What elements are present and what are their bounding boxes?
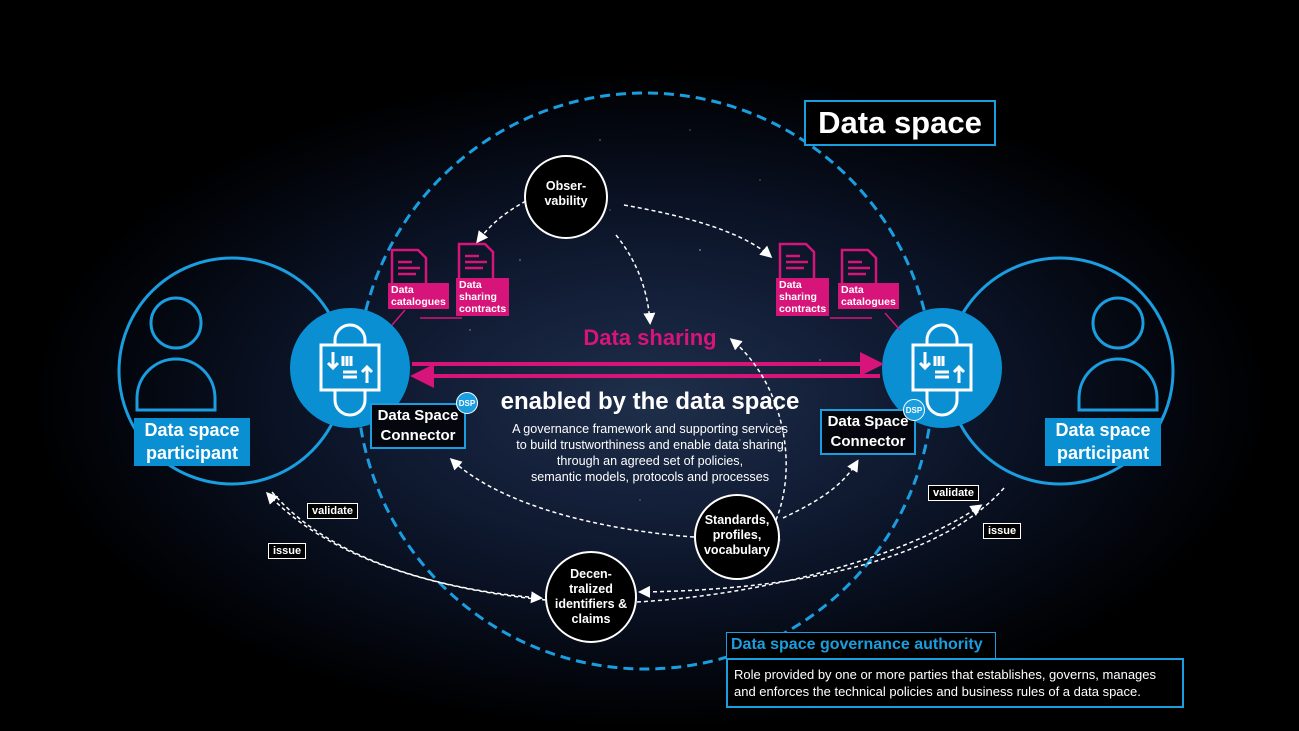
doc-label-data-catalogues-left: Data catalogues — [388, 283, 449, 309]
document-links — [391, 309, 901, 331]
participant-label-right: Data space participant — [1045, 418, 1161, 466]
identifiers-circle — [545, 551, 637, 643]
document-icon — [778, 242, 816, 282]
person-icon — [135, 296, 217, 412]
data-sharing-subheadline: enabled by the data space — [500, 388, 800, 415]
connector-icon — [911, 323, 973, 417]
document-icon — [457, 242, 495, 282]
validate-label-left: validate — [307, 503, 358, 519]
connector-icon — [319, 323, 381, 417]
data-sharing-description: A governance framework and supporting se… — [512, 422, 788, 484]
issue-label-left: issue — [268, 543, 307, 559]
validate-label-right: validate — [928, 485, 979, 501]
data-sharing-headline: Data sharing — [583, 325, 717, 350]
observability-circle — [524, 155, 608, 239]
doc-label-sharing-contracts-right: Data sharing contracts — [776, 278, 830, 316]
dsp-badge-left: DSP — [456, 392, 478, 414]
connector-label-right: Data Space Connector — [820, 409, 916, 455]
data-space-title: Data space — [804, 100, 996, 146]
identifiers-label: Decen- tralized identifiers & claims — [554, 567, 628, 626]
governance-title: Data space governance authority — [726, 632, 996, 658]
issue-label-right: issue — [983, 523, 1022, 539]
governance-description: Role provided by one or more parties tha… — [726, 658, 1184, 708]
connector-label-left: Data Space Connector — [370, 403, 466, 449]
doc-label-data-catalogues-right: Data catalogues — [838, 283, 899, 309]
participant-label-left: Data space participant — [134, 418, 250, 466]
observability-label: Obser- vability — [544, 179, 588, 208]
doc-label-sharing-contracts-left: Data sharing contracts — [456, 278, 510, 316]
person-icon — [1077, 296, 1159, 412]
dsp-badge-right: DSP — [903, 399, 925, 421]
standards-circle — [694, 494, 780, 580]
dashed-relations — [265, 200, 1005, 604]
document-icon — [390, 248, 428, 287]
document-icon — [840, 248, 878, 287]
standards-label: Standards, profiles, vocabulary — [703, 513, 770, 557]
